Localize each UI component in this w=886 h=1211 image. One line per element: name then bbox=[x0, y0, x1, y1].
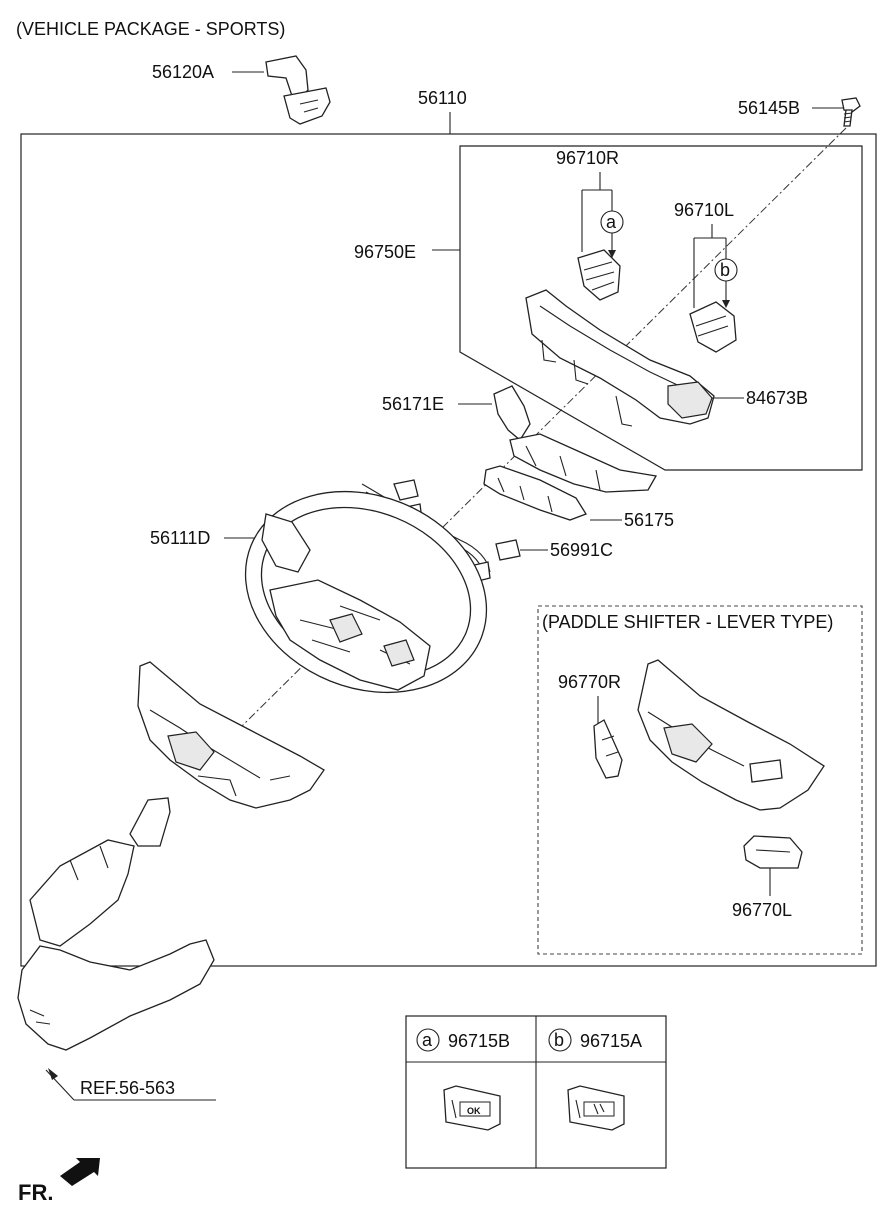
label-ref-56-563: REF.56-563 bbox=[80, 1078, 175, 1098]
part-96770R-paddle[interactable] bbox=[593, 719, 623, 779]
part-96770L-paddle[interactable] bbox=[743, 835, 803, 869]
paddle-shifter-frame bbox=[537, 605, 863, 955]
front-label: FR. bbox=[18, 1180, 53, 1205]
part-paddle-lower-cover[interactable] bbox=[637, 659, 825, 811]
callout-b: b bbox=[720, 260, 730, 280]
switch-assembly-frame bbox=[459, 145, 863, 471]
part-96750E-bezel[interactable] bbox=[525, 289, 715, 427]
label-84673B: 84673B bbox=[746, 388, 808, 408]
legend-b-letter: b bbox=[554, 1030, 564, 1050]
part-56175-bracket[interactable] bbox=[483, 465, 587, 521]
voice-icon bbox=[593, 1103, 605, 1115]
part-96710L-switch[interactable] bbox=[689, 301, 737, 353]
vehicle-package-label: (VEHICLE PACKAGE - SPORTS) bbox=[16, 19, 285, 39]
paddle-shifter-label: (PADDLE SHIFTER - LEVER TYPE) bbox=[542, 612, 833, 632]
label-56111D: 56111D bbox=[150, 528, 210, 548]
front-direction-arrow bbox=[60, 1158, 100, 1186]
label-96770R: 96770R bbox=[558, 672, 621, 692]
main-assembly-frame bbox=[20, 133, 877, 967]
callout-a: a bbox=[606, 212, 617, 232]
part-56111D-steering-wheel[interactable] bbox=[215, 457, 517, 728]
part-96710R-switch[interactable] bbox=[577, 249, 621, 301]
label-56171E: 56171E bbox=[382, 394, 444, 414]
legend-a-part: 96715B bbox=[448, 1031, 510, 1051]
label-56120A: 56120A bbox=[152, 62, 214, 82]
legend-b-part: 96715A bbox=[580, 1031, 642, 1051]
legend-a-letter: a bbox=[422, 1030, 433, 1050]
label-96750E: 96750E bbox=[354, 242, 416, 262]
part-56171E-bracket[interactable] bbox=[493, 385, 658, 493]
ok-button-text: OK bbox=[467, 1106, 481, 1116]
callout-a-circle bbox=[600, 210, 624, 234]
part-96715B-switch[interactable]: OK bbox=[443, 1085, 501, 1131]
label-96770L: 96770L bbox=[732, 900, 792, 920]
part-steering-column bbox=[17, 797, 215, 1051]
part-96715A-switch[interactable] bbox=[567, 1085, 625, 1131]
callout-b-circle bbox=[714, 258, 738, 282]
label-96710L: 96710L bbox=[674, 200, 734, 220]
label-56175: 56175 bbox=[624, 510, 674, 530]
label-56991C: 56991C bbox=[550, 540, 613, 560]
part-56145B-bolt[interactable] bbox=[841, 97, 861, 127]
part-56120A-cap[interactable] bbox=[265, 55, 331, 125]
label-96710R: 96710R bbox=[556, 148, 619, 168]
legend-table: a 96715B b 96715A OK bbox=[405, 1015, 667, 1169]
label-56145B: 56145B bbox=[738, 98, 800, 118]
part-lower-cover[interactable] bbox=[137, 661, 325, 809]
label-56110: 56110 bbox=[418, 88, 467, 108]
